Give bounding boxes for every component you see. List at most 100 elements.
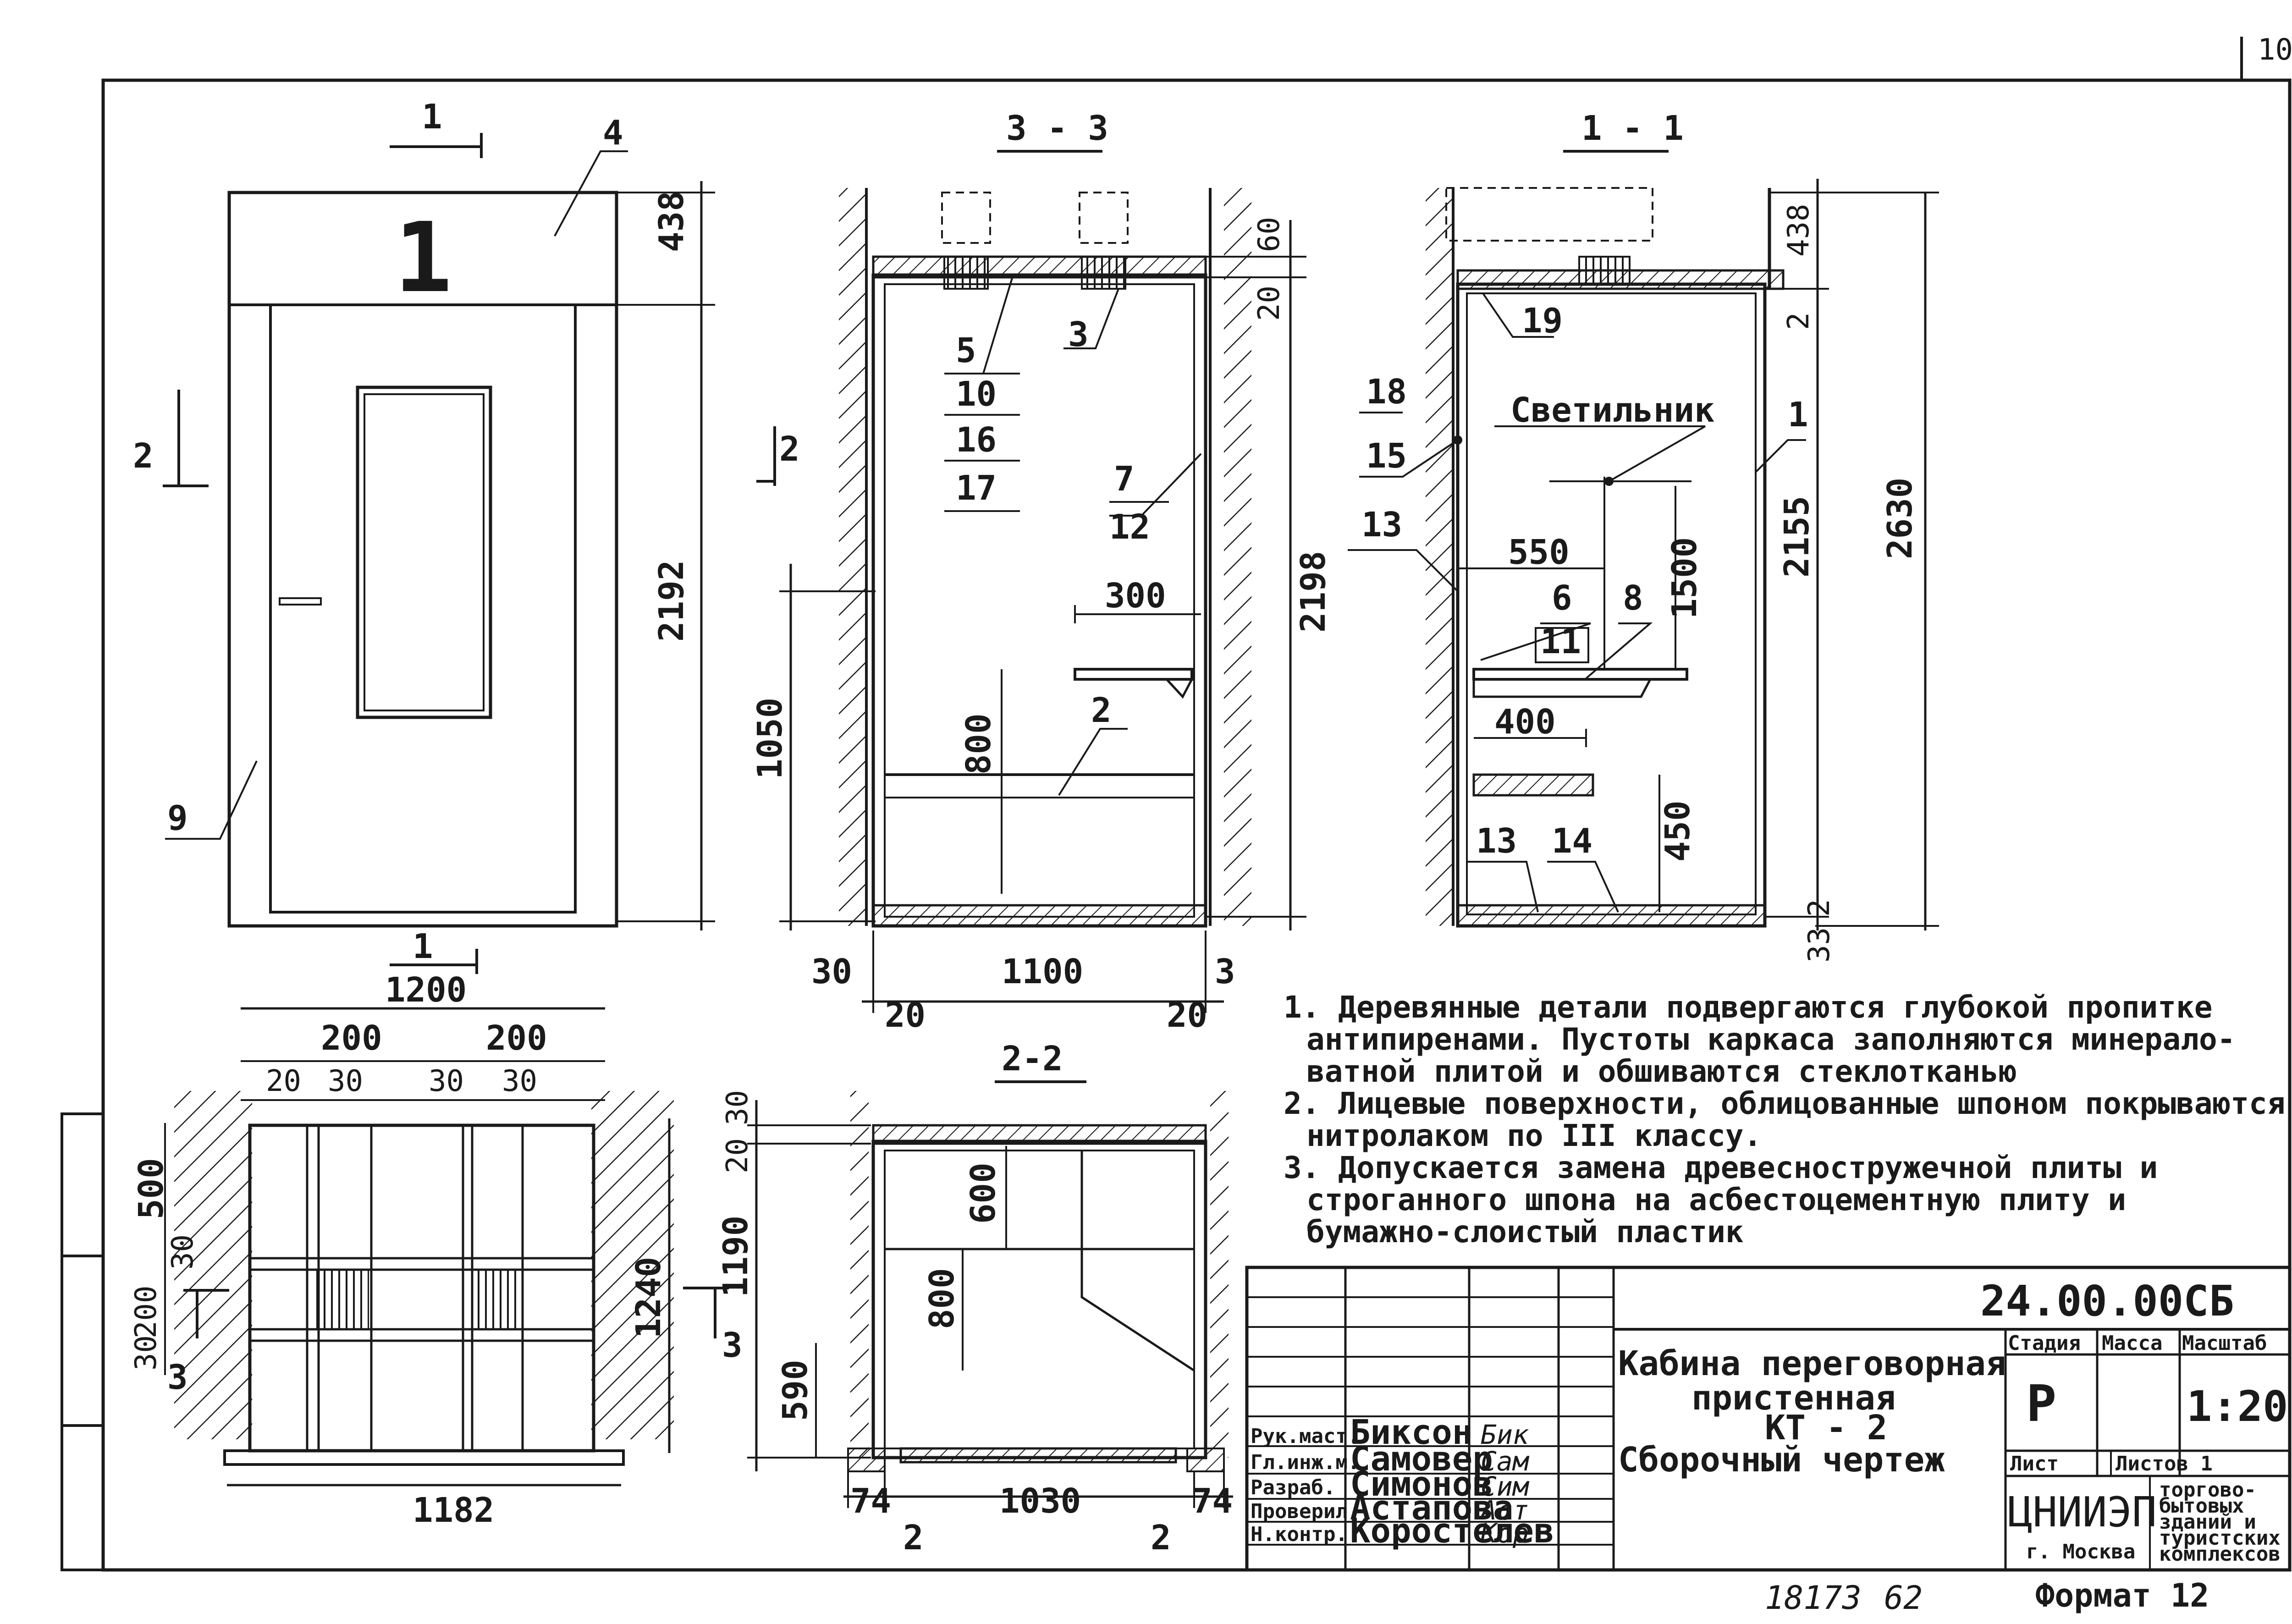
dim-11-1500: 1500 <box>1665 537 1704 619</box>
dim-33-2198: 2198 <box>1294 551 1333 633</box>
callout-15: 15 <box>1366 436 1407 476</box>
role-2: Гл.инж.м. <box>1251 1451 1360 1474</box>
section-2-2: 2-2 30 20 1190 600 800 590 74 1030 74 2 … <box>683 1039 1233 1558</box>
callout-7: 7 <box>1114 459 1135 499</box>
title-line-1: Кабина переговорная <box>1618 1344 2006 1383</box>
general-notes: 1. Деревянные детали подвергаются глубок… <box>1284 990 2285 1250</box>
wall-left <box>839 188 866 926</box>
callout-13-upper: 13 <box>1361 505 1402 545</box>
dim-33-1100: 1100 <box>1002 952 1083 991</box>
dim-11-400: 400 <box>1494 702 1556 742</box>
name-4: Астапова <box>1350 1488 1513 1528</box>
dim-plan-30e: 30 <box>129 1335 163 1371</box>
dim-33-1050: 1050 <box>750 698 790 779</box>
dim-33-800: 800 <box>959 713 998 775</box>
wall-right <box>1224 188 1251 926</box>
dim-22-1190: 1190 <box>716 1216 755 1297</box>
dim-11-2: 2 <box>1782 312 1816 330</box>
signature-5: Кор <box>1480 1518 1529 1549</box>
org-dept-3: зданий и <box>2159 1510 2256 1534</box>
dim-11-2b: 2 <box>1802 899 1836 917</box>
callout-12: 12 <box>1109 507 1150 547</box>
dim-plan-1200: 1200 <box>385 970 467 1010</box>
callout-1: 1 <box>1788 395 1808 435</box>
section-mark-3-left: 3 <box>167 1358 188 1397</box>
page-number: 10 <box>2258 33 2292 67</box>
dim-11-2630: 2630 <box>1880 478 1920 559</box>
callout-8: 8 <box>1623 578 1643 618</box>
section-mark-1-bottom: 1 <box>413 927 433 966</box>
signature-2: Сам <box>1481 1446 1530 1477</box>
plan-view: 1200 200 200 20 30 30 30 500 30 30 200 1… <box>129 970 674 1530</box>
dim-22-74a: 74 <box>850 1481 891 1521</box>
dim-22-2b: 2 <box>1151 1518 1171 1558</box>
dim-plan-30b: 30 <box>429 1064 464 1098</box>
org-dept-4: туристских <box>2159 1526 2281 1550</box>
name-1: Биксон <box>1350 1413 1472 1452</box>
lamp-label: Светильник <box>1510 391 1715 430</box>
title-block: 24.00.00СБ Кабина переговорная пристенна… <box>1245 1266 2292 1572</box>
dim-33-30: 30 <box>811 952 852 991</box>
dim-11-438: 438 <box>1782 204 1816 257</box>
dim-front-438: 438 <box>652 191 691 252</box>
dim-plan-200c: 200 <box>129 1285 163 1338</box>
name-5: Коростелев <box>1350 1511 1554 1551</box>
dim-plan-1240: 1240 <box>629 1257 668 1338</box>
callout-3: 3 <box>1068 315 1089 354</box>
role-4: Проверил <box>1251 1500 1348 1523</box>
name-3: Симонов <box>1350 1464 1493 1504</box>
signature-4: Аст <box>1479 1495 1529 1526</box>
title-line-2: пристенная <box>1691 1378 1896 1418</box>
note-line-1: 1. Деревянные детали подвергаются глубок… <box>1284 990 2213 1025</box>
callout-2: 2 <box>1091 691 1112 730</box>
section-2-2-title: 2-2 <box>1002 1039 1063 1079</box>
scale-value: 1:20 <box>2187 1382 2288 1431</box>
stage-value: Р <box>2026 1374 2056 1433</box>
dim-22-800: 800 <box>922 1268 962 1329</box>
dim-plan-200a: 200 <box>321 1018 382 1058</box>
section-3-3-title: 3 - 3 <box>1006 109 1108 148</box>
callout-13-lower: 13 <box>1476 821 1517 861</box>
role-3: Разраб. <box>1251 1476 1335 1499</box>
note-line-3: ватной плитой и обшиваются стеклотканью <box>1306 1054 2017 1089</box>
note-line-8: бумажно-слоистый пластик <box>1306 1214 1744 1250</box>
dim-plan-30a: 30 <box>328 1064 363 1098</box>
dim-plan-500: 500 <box>132 1158 171 1219</box>
dim-33-3: 3 <box>1215 952 1235 991</box>
title-line-3: КТ - 2 <box>1765 1408 1887 1448</box>
org-dept-1: торгово- <box>2159 1478 2256 1502</box>
dim-22-74b: 74 <box>1192 1481 1233 1521</box>
dim-33-20: 20 <box>1252 286 1286 321</box>
dim-11-33: 33 <box>1802 927 1836 963</box>
org-dept-5: комплексов <box>2159 1542 2281 1566</box>
org-name: ЦНИИЭП <box>2008 1488 2157 1536</box>
dim-plan-1182: 1182 <box>413 1491 494 1530</box>
inventory-number: 18173 <box>1765 1579 1862 1617</box>
section-mark-2-mid: 2 <box>779 429 800 469</box>
role-5: Н.контр. <box>1251 1523 1348 1546</box>
dim-plan-200b: 200 <box>486 1018 547 1058</box>
dim-11-450: 450 <box>1658 800 1697 862</box>
section-mark-1-top: 1 <box>422 97 442 137</box>
sheet-format: Формат 12 <box>2035 1577 2209 1614</box>
doc-code: 24.00.00СБ <box>1980 1277 2234 1326</box>
footer: 18173 62 Формат 12 <box>1765 1577 2209 1617</box>
dim-11-2155: 2155 <box>1777 496 1817 578</box>
callout-9: 9 <box>167 798 188 838</box>
signature-1: Бик <box>1481 1419 1529 1450</box>
note-line-2: антипиренами. Пустоты каркаса заполняютс… <box>1306 1022 2236 1057</box>
dim-33-300: 300 <box>1105 576 1166 616</box>
col-stage: Стадия <box>2008 1332 2081 1355</box>
dim-22-30: 30 <box>721 1090 755 1125</box>
role-1: Рук.маст. <box>1251 1425 1360 1448</box>
sheet-frame: 10 <box>61 33 2292 1572</box>
note-line-4: 2. Лицевые поверхности, облицованные шпо… <box>1284 1086 2285 1121</box>
dim-front-2192: 2192 <box>652 560 691 642</box>
callout-10: 10 <box>956 374 997 414</box>
note-line-7: строганного шпона на асбестоцементную пл… <box>1306 1182 2126 1217</box>
callout-6: 6 <box>1552 578 1572 618</box>
col-scale: Масштаб <box>2182 1332 2267 1355</box>
sheet-label: Лист <box>2010 1452 2059 1475</box>
signature-3: Сим <box>1481 1471 1530 1502</box>
